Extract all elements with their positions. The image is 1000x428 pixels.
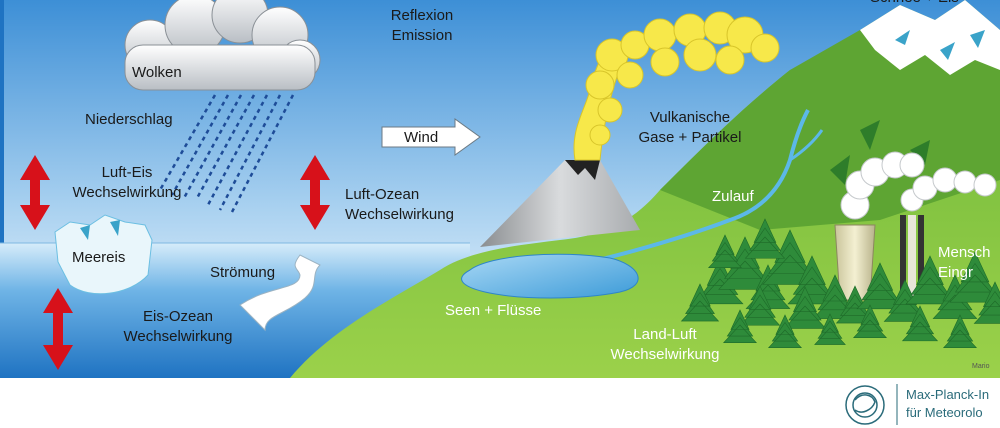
- institute-name-line1: Max-Planck-In: [906, 387, 990, 402]
- fir-tree: [949, 251, 1000, 303]
- fir-tree: [762, 229, 818, 285]
- radiation-label: Reflexion Emission: [390, 7, 454, 44]
- left-edge: [0, 0, 4, 378]
- cloud: [124, 0, 321, 91]
- smoke: [840, 151, 997, 220]
- forest: [680, 218, 1000, 348]
- volcano: [480, 160, 640, 247]
- fir-tree: [905, 255, 955, 305]
- lakes-rivers-label: Seen + Flüsse: [445, 302, 542, 319]
- river-branch: [789, 129, 824, 162]
- institute-name-line2: für Meteorolo: [906, 405, 983, 420]
- ice-ocean-arrow: [43, 288, 73, 370]
- wind-arrow: [381, 118, 481, 156]
- air-ocean-label: Luft-Ozean Wechselwirkung: [345, 186, 454, 223]
- fir-tree: [722, 309, 758, 343]
- fir-tree: [744, 218, 786, 259]
- human-label: Mensch Eingr: [938, 244, 991, 281]
- volcanic-label: Vulkanische Gase + Partikel: [638, 109, 742, 146]
- snow-ice-label: Schnee + Eis: [870, 0, 959, 8]
- runoff-label: Zulauf: [712, 188, 754, 205]
- current-arrow: [239, 254, 321, 332]
- lake: [461, 253, 639, 299]
- ice-ocean-label: Eis-Ozean Wechselwirkung: [123, 308, 233, 345]
- volcano-crater: [565, 160, 600, 180]
- sea-ice: [54, 214, 153, 295]
- footer-band: [0, 378, 1000, 428]
- fir-tree: [942, 314, 978, 348]
- glacier-shading: [895, 30, 985, 60]
- river: [589, 109, 810, 264]
- fir-tree: [856, 262, 904, 310]
- air-ocean-arrow: [300, 155, 330, 230]
- fir-tree: [973, 281, 1000, 324]
- precipitation-label: Niederschlag: [85, 111, 173, 128]
- volcanic-plume: [573, 11, 780, 161]
- fir-tree: [852, 304, 888, 338]
- sea-ice-shading: [80, 220, 120, 240]
- current-label: Strömung: [210, 264, 276, 281]
- air-ice-arrow: [20, 155, 50, 230]
- mpi-logo-icon: [845, 385, 885, 425]
- fir-tree: [901, 305, 939, 342]
- land-air-label: Land-Luft Wechselwirkung: [610, 326, 720, 363]
- image-credit: Mario: [972, 363, 990, 370]
- fir-tree: [783, 286, 827, 329]
- air-ice-label: Luft-Eis Wechselwirkung: [72, 164, 182, 201]
- fir-tree: [767, 314, 803, 348]
- rain: [158, 94, 295, 213]
- clouds-label: Wolken: [132, 64, 182, 81]
- power-plant: [834, 215, 924, 301]
- fir-tree: [814, 313, 846, 345]
- fir-tree: [680, 283, 720, 322]
- snow-cap: [860, 0, 1000, 75]
- wind-label: Wind: [404, 129, 439, 146]
- sea-ice-label: Meereis: [72, 249, 126, 266]
- mountain-detail: [830, 120, 930, 185]
- fir-tree: [739, 285, 781, 326]
- fir-tree: [707, 234, 743, 268]
